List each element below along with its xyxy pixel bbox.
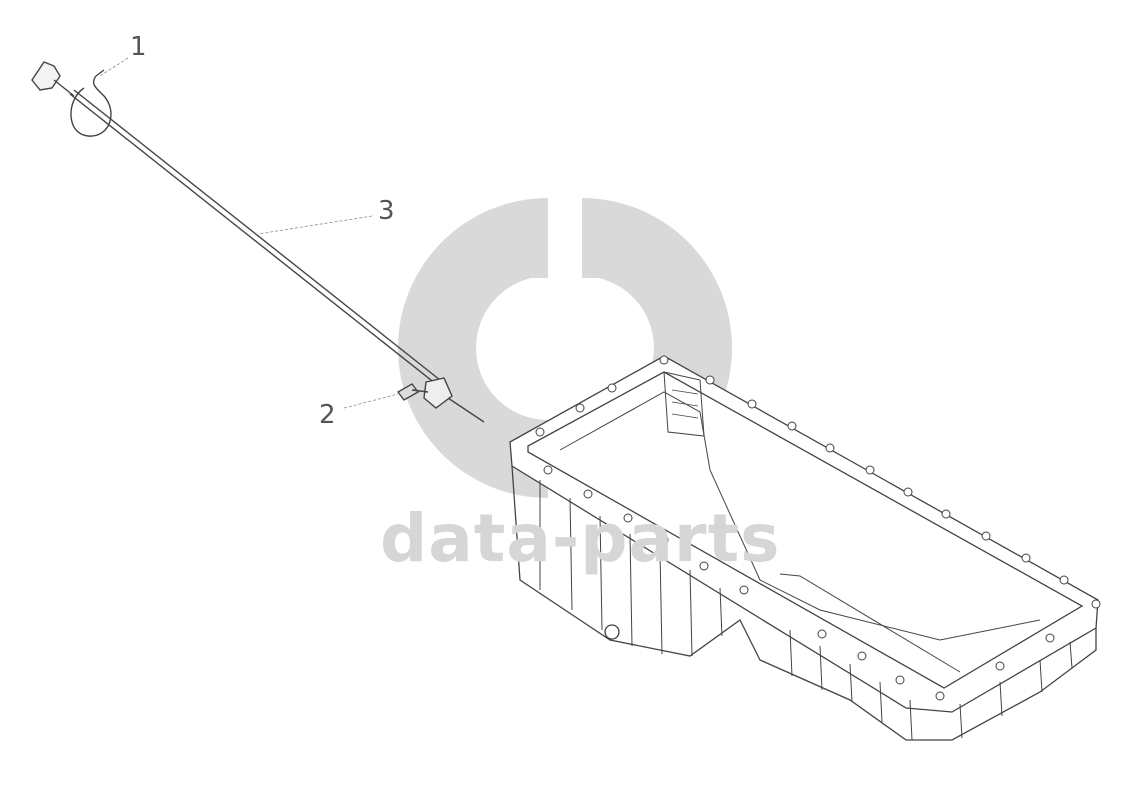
watermark-right-bar: [582, 270, 644, 278]
bolt: [396, 383, 420, 401]
leader-2: [343, 393, 399, 409]
leader-1: [99, 57, 129, 77]
watermark-left-bar: [488, 270, 548, 278]
callout-3: 3: [378, 196, 395, 226]
dipstick-handle: [31, 61, 61, 91]
oil-pan: [509, 355, 1101, 741]
oil-pan-rim-outer: [509, 355, 1099, 713]
oil-pan-bolts: [535, 355, 1101, 701]
dipstick-fitting: [423, 377, 453, 409]
dipstick-loop: [70, 75, 112, 137]
oil-pan-drain-plug: [604, 624, 620, 640]
oil-pan-ribs: [539, 480, 1073, 741]
oil-pan-rim-inner: [527, 371, 1084, 689]
callout-2: 2: [319, 400, 336, 430]
dipstick-assembly: [31, 61, 485, 423]
oil-pan-sump: [663, 371, 705, 437]
leader-3: [257, 215, 373, 235]
oil-pan-body-front: [511, 465, 1097, 741]
dipstick-tube-b: [73, 89, 441, 381]
callout-1: 1: [130, 32, 147, 62]
dipstick-tube-a: [69, 93, 437, 385]
watermark-text: data-parts: [380, 500, 781, 577]
leader-lines: [99, 57, 399, 409]
oil-pan-interior: [559, 391, 1041, 641]
